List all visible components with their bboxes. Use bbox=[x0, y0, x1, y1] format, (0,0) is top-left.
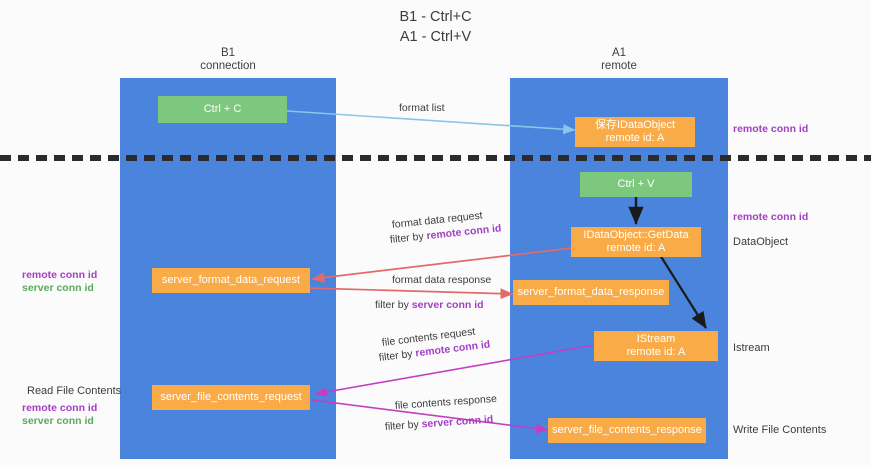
page-title: B1 - Ctrl+C A1 - Ctrl+V bbox=[399, 9, 472, 45]
filter-prefix-2: filter by bbox=[375, 299, 412, 311]
box-save-idataobject[interactable]: 保存IDataObject remote id: A bbox=[575, 117, 695, 147]
box-server-file-contents-request[interactable]: server_file_contents_request bbox=[152, 385, 310, 410]
annotation-istream: Istream bbox=[733, 342, 770, 354]
filter-prefix-4: filter by bbox=[384, 418, 423, 433]
box-ctrl-v[interactable]: Ctrl + V bbox=[580, 172, 692, 197]
filter-prefix-1: filter by bbox=[389, 230, 428, 246]
arrow-format-data-response bbox=[307, 287, 514, 300]
box-server-file-contents-response[interactable]: server_file_contents_response bbox=[548, 418, 706, 443]
label-format-data-response-filter: filter by server conn id bbox=[375, 299, 484, 312]
arrow-format-list bbox=[271, 109, 576, 135]
annotation-left-mid-server-conn-id: server conn id bbox=[22, 282, 94, 294]
annotation-read-file-contents: Read File Contents bbox=[27, 385, 122, 397]
annotation-write-file-contents: Write File Contents bbox=[733, 424, 827, 436]
annotation-right-mid-remote-conn-id: remote conn id bbox=[733, 211, 809, 223]
column-header-a1: A1 remote bbox=[601, 47, 637, 72]
annotation-dataobject: DataObject bbox=[733, 236, 789, 248]
box-idataobject-getdata[interactable]: IDataObject::GetData remote id: A bbox=[571, 227, 701, 257]
arrow-file-contents-request bbox=[314, 344, 595, 397]
label-format-list: format list bbox=[399, 102, 445, 114]
box-ctrl-c[interactable]: Ctrl + C bbox=[158, 96, 287, 123]
box-server-format-data-response[interactable]: server_format_data_response bbox=[513, 280, 669, 305]
annotation-left-bottom-remote-conn-id: remote conn id bbox=[22, 402, 98, 414]
arrow-format-data-request bbox=[311, 247, 573, 283]
filter-key-server-conn-id-1: server conn id bbox=[411, 299, 484, 311]
annotation-left-bottom-server-conn-id: server conn id bbox=[22, 415, 94, 427]
arrow-getdata-to-istream bbox=[659, 254, 707, 329]
label-format-data-response: format data response bbox=[392, 274, 492, 286]
annotation-left-mid-remote-conn-id: remote conn id bbox=[22, 269, 98, 281]
column-header-b1: B1 connection bbox=[200, 47, 256, 72]
arrow-file-contents-response bbox=[311, 399, 549, 434]
box-istream[interactable]: IStream remote id: A bbox=[594, 331, 718, 361]
phase-divider bbox=[0, 155, 871, 161]
annotation-right-top-remote-conn-id: remote conn id bbox=[733, 123, 809, 135]
box-server-format-data-request[interactable]: server_format_data_request bbox=[152, 268, 310, 293]
